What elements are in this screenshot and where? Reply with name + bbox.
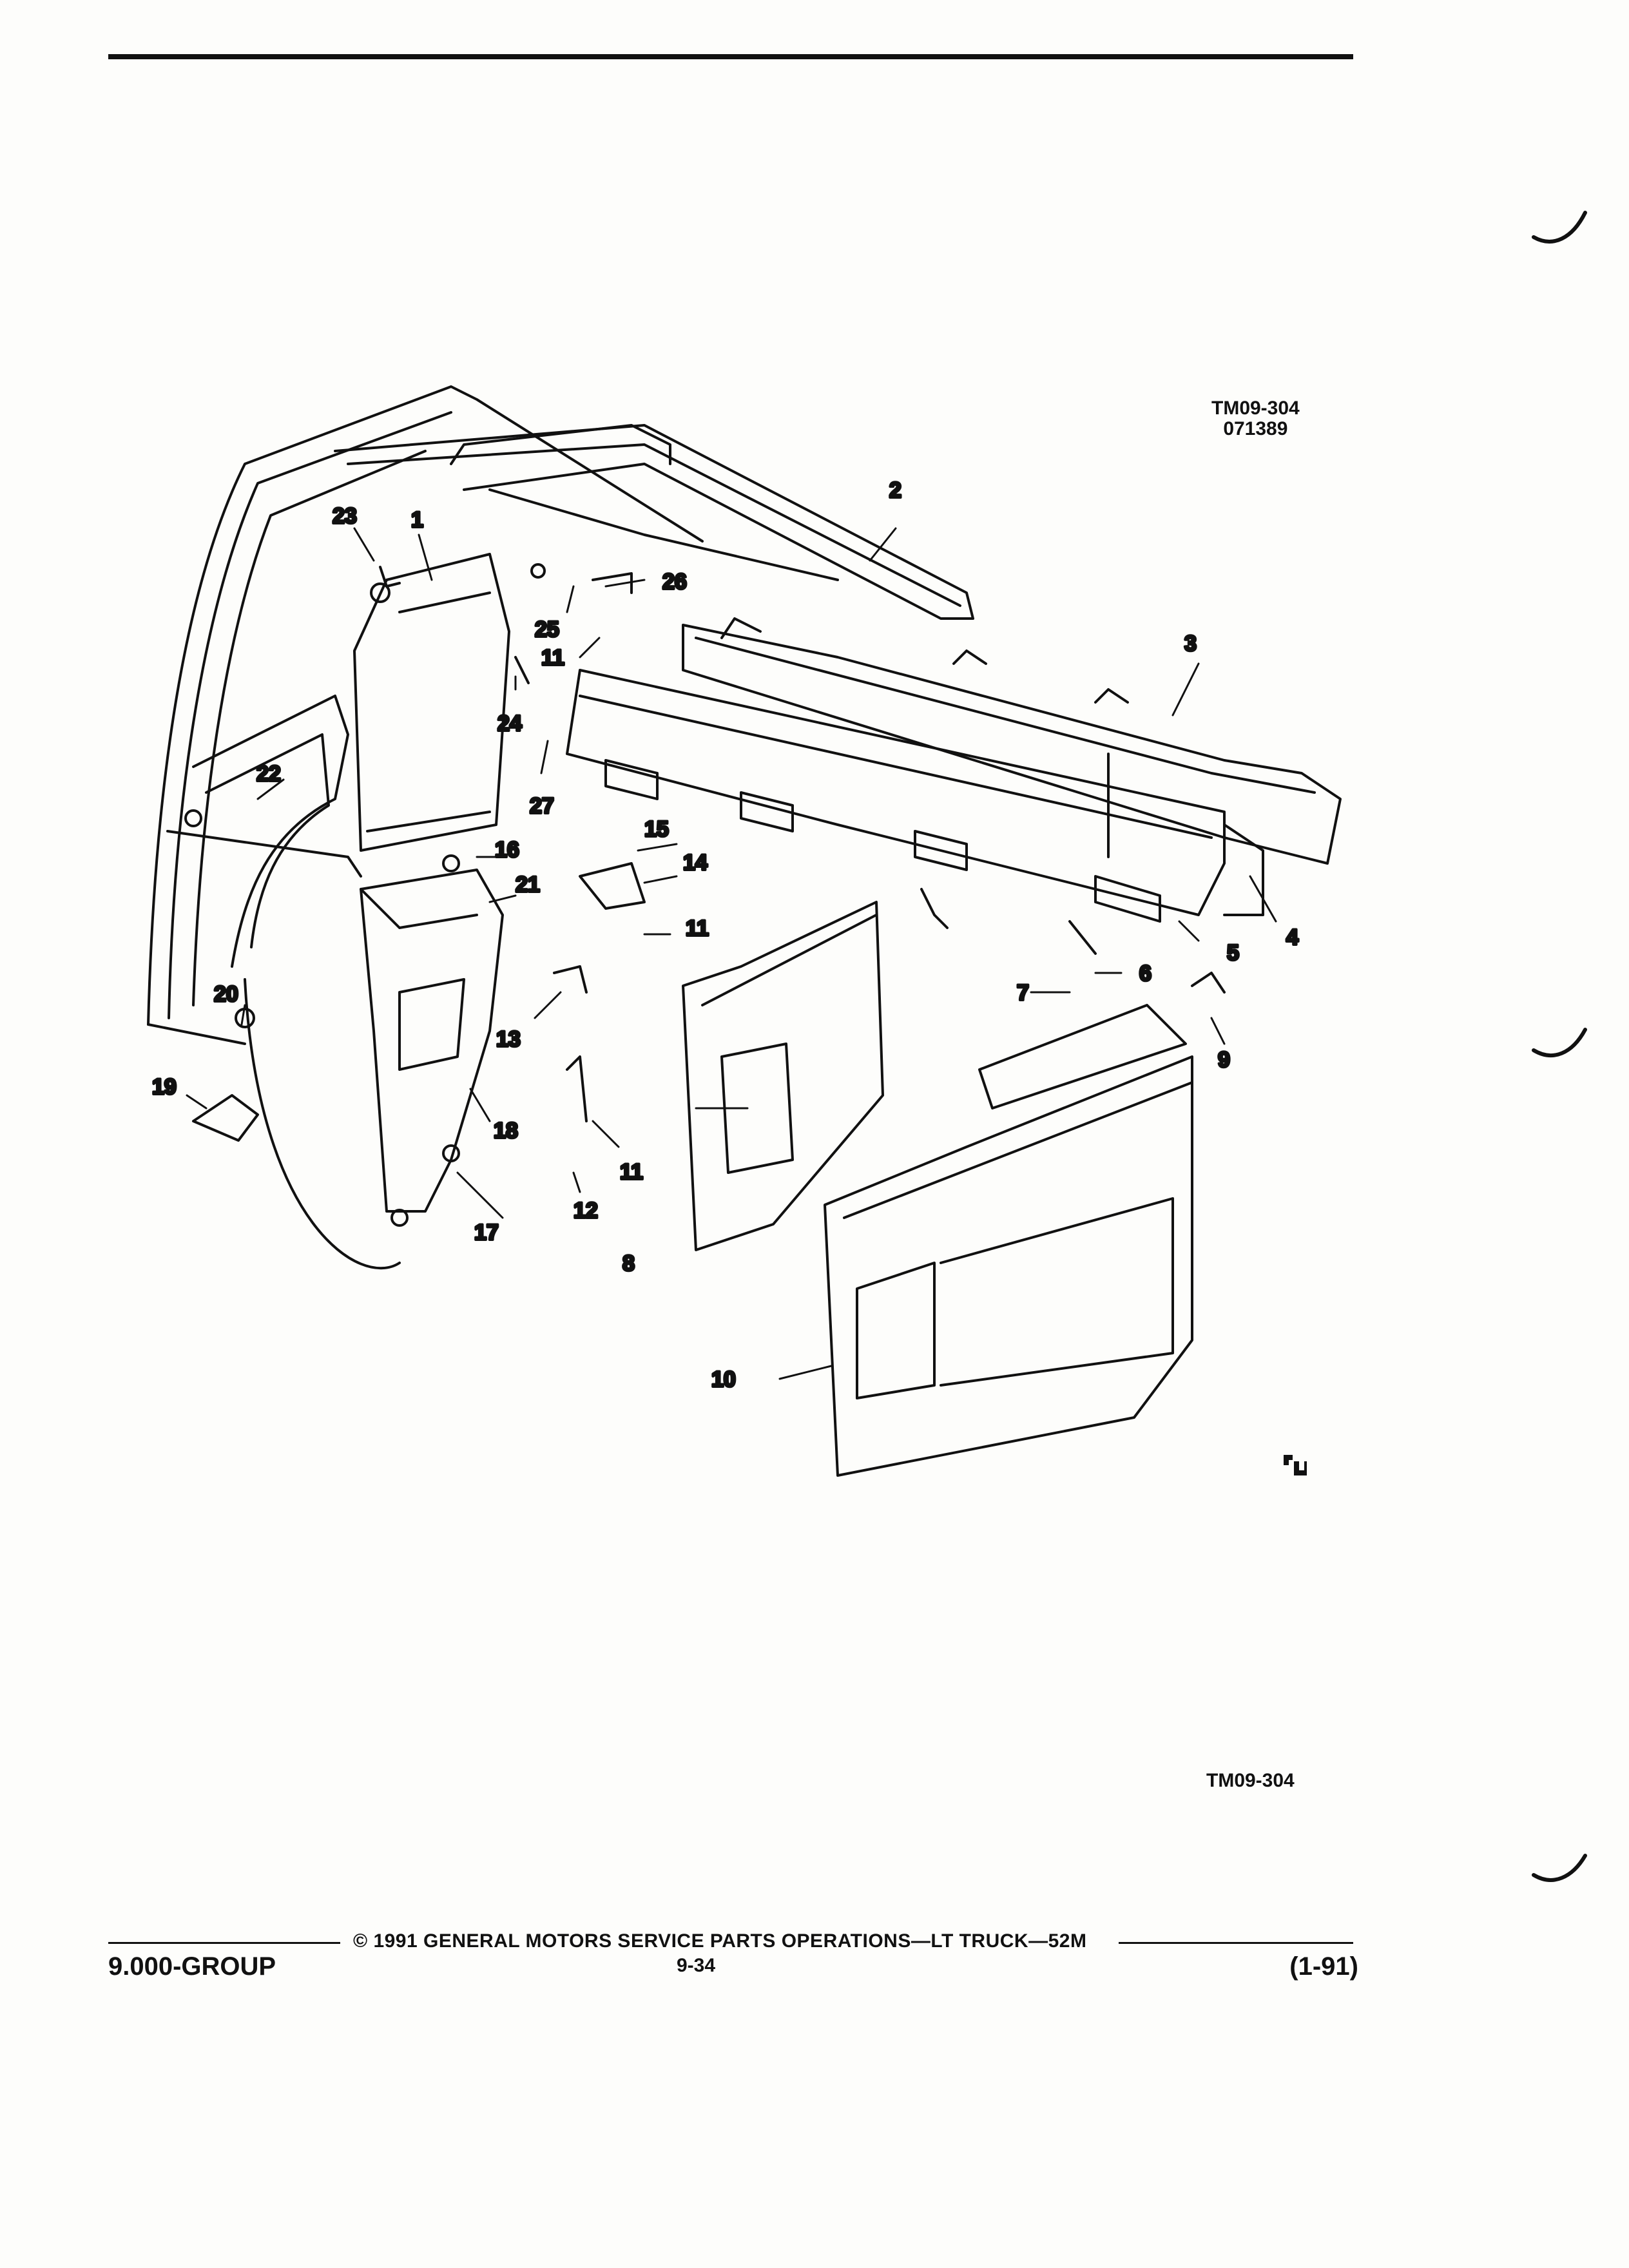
- callout-24: 24: [497, 711, 522, 736]
- footer-rule-left: [108, 1942, 340, 1944]
- callout-7: 7: [1017, 981, 1029, 1005]
- footer-rule-right: [1119, 1942, 1353, 1944]
- callout-27: 27: [530, 794, 554, 818]
- callout-19: 19: [152, 1075, 177, 1099]
- callout-5: 5: [1227, 941, 1239, 965]
- figure-id-top: TM09-304 071389: [1211, 398, 1300, 439]
- part-rear-quarter-panel-8: [682, 901, 884, 1251]
- callout-10: 10: [711, 1367, 736, 1392]
- callout-13: 13: [496, 1027, 521, 1052]
- part-lower-pillar: [360, 869, 504, 1213]
- figure-id: TM09-304: [1211, 398, 1300, 419]
- part-upper-trim-panel: [566, 669, 1264, 923]
- group-label: 9.000-GROUP: [108, 1952, 276, 1981]
- callout-12: 12: [574, 1198, 598, 1223]
- leader-lines: [186, 527, 1277, 1380]
- callout-3: 3: [1184, 631, 1197, 656]
- page-number: 9-34: [677, 1955, 716, 1976]
- callout-23: 23: [333, 504, 357, 528]
- part-header-trim: [682, 617, 1342, 865]
- binder-marks: [1532, 211, 1587, 1882]
- callout-11-c: 11: [620, 1160, 643, 1184]
- part-rear-quarter-panel-10: [824, 1004, 1193, 1477]
- callout-11-a: 11: [541, 646, 564, 670]
- callout-16: 16: [495, 838, 519, 862]
- part-roof-rail: [334, 424, 974, 620]
- revision-date: (1-91): [1289, 1952, 1358, 1981]
- callout-21: 21: [516, 872, 540, 897]
- callout-22: 22: [256, 762, 281, 786]
- figure-code: 071389: [1223, 418, 1288, 439]
- cab-body: [147, 385, 704, 1270]
- callout-11-b: 11: [686, 916, 709, 941]
- header-rule: [108, 54, 1353, 59]
- callout-2: 2: [889, 478, 901, 503]
- callout-9: 9: [1218, 1048, 1230, 1072]
- copyright-line: © 1991 GENERAL MOTORS SERVICE PARTS OPER…: [353, 1930, 1087, 1952]
- gm-logo-mark: [1284, 1455, 1307, 1475]
- callout-1: 1: [411, 508, 423, 532]
- callout-25: 25: [535, 617, 559, 642]
- callout-6: 6: [1139, 961, 1152, 986]
- callout-labels: 1 2 3 4 5 6 7 8 9 10 11 11 11 12 13 14 1…: [151, 477, 1300, 1393]
- callout-15: 15: [644, 817, 669, 841]
- callout-17: 17: [474, 1220, 499, 1245]
- callout-8: 8: [622, 1251, 635, 1276]
- part-pillar-trim: [353, 553, 510, 852]
- callout-20: 20: [214, 982, 238, 1006]
- figure-id-bottom: TM09-304: [1206, 1770, 1295, 1791]
- callout-26: 26: [662, 570, 687, 594]
- callout-4: 4: [1286, 925, 1298, 950]
- callout-18: 18: [494, 1119, 518, 1143]
- callout-14: 14: [683, 850, 708, 875]
- fasteners: [184, 563, 1226, 1227]
